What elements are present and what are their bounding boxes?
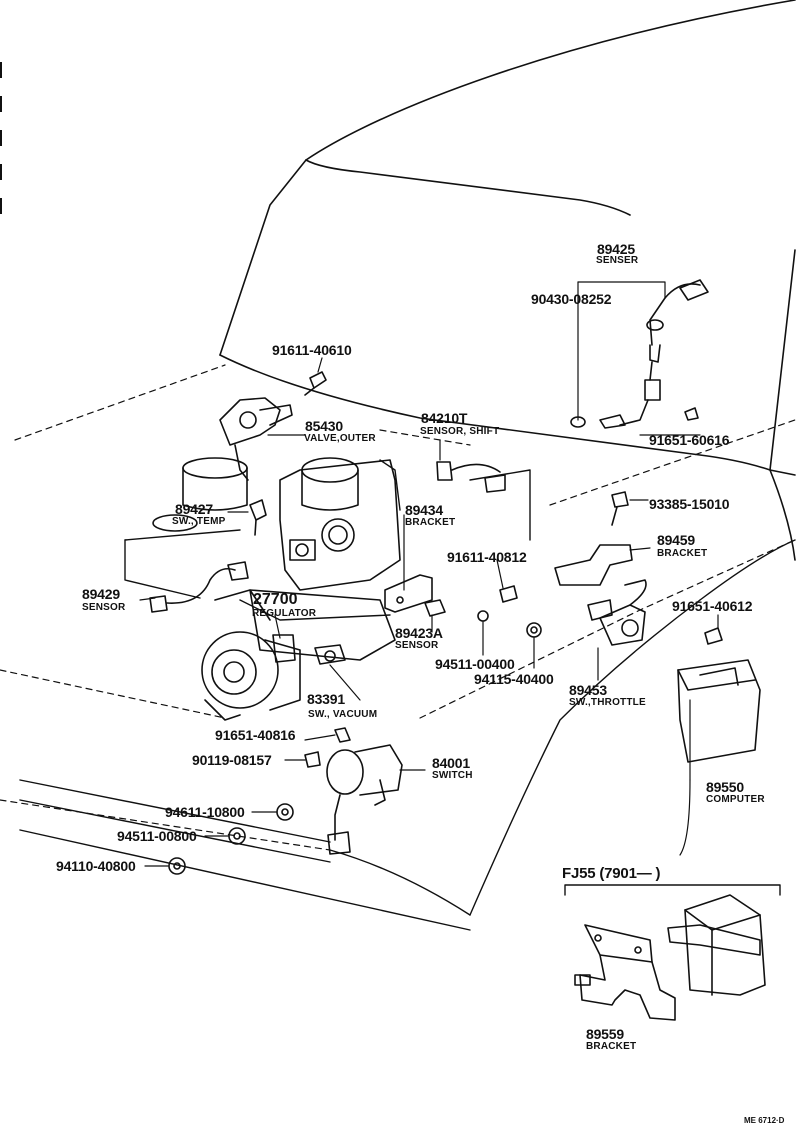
part-93385-15010-number: 93385-15010 xyxy=(649,496,730,512)
part-89453-name: SW.,THROTTLE xyxy=(569,697,646,708)
sensor-89423a xyxy=(424,599,446,617)
bolt-93385-15010 xyxy=(611,491,629,526)
part-27700-name: REGULATOR xyxy=(252,608,317,619)
part-89429-number: 89429 xyxy=(82,586,120,602)
part-85430-name: VALVE,OUTER xyxy=(304,433,376,444)
part-94611-10800-number: 94611-10800 xyxy=(165,804,245,820)
carburetor xyxy=(249,457,401,661)
part-89453-number: 89453 xyxy=(569,682,607,698)
left-edge-marks xyxy=(0,62,3,232)
part-89434-number: 89434 xyxy=(405,502,443,518)
part-89425-name: SENSER xyxy=(596,255,639,266)
part-90119-08157-number: 90119-08157 xyxy=(192,752,272,768)
temp-switch xyxy=(249,499,267,536)
part-83391-name: SW., VACUUM xyxy=(308,709,378,720)
inset-bracket xyxy=(574,924,676,1021)
part-94115-40400-number: 94115-40400 xyxy=(474,671,554,687)
computer xyxy=(677,659,761,763)
part-89423a-name: SENSOR xyxy=(395,640,439,651)
alternator xyxy=(201,589,301,721)
shift-sensor xyxy=(436,461,506,493)
part-89459-number: 89459 xyxy=(657,532,695,548)
part-89427-number: 89427 xyxy=(175,501,213,517)
part-91651-40612-number: 91651-40612 xyxy=(672,598,753,614)
bracket-89434 xyxy=(384,574,433,613)
hood-outline xyxy=(219,0,796,561)
part-89429-name: SENSOR xyxy=(82,602,126,613)
inset-frame xyxy=(564,884,781,896)
part-89423a-number: 89423A xyxy=(395,625,443,641)
part-84001-number: 84001 xyxy=(432,755,470,771)
sensor-89429 xyxy=(149,561,249,613)
bolt-91651-60616 xyxy=(684,407,699,421)
bolt-91611-40610 xyxy=(304,371,327,396)
part-89427-name: SW., TEMP xyxy=(172,516,226,527)
inset-computer xyxy=(667,894,766,996)
leader-lines xyxy=(139,281,719,867)
part-94110-40800-number: 94110-40800 xyxy=(56,858,136,874)
part-84001-name: SWITCH xyxy=(432,770,473,781)
part-89459-name: BRACKET xyxy=(657,548,708,559)
part-91651-40816-number: 91651-40816 xyxy=(215,727,296,743)
switch-84001 xyxy=(326,744,403,855)
part-90430-08252-number: 90430-08252 xyxy=(531,291,612,307)
part-83391-number: 83391 xyxy=(307,691,345,707)
inset-title: FJ55 (7901— ) xyxy=(562,865,661,882)
body-lines xyxy=(19,539,796,931)
part-91651-60616-number: 91651-60616 xyxy=(649,432,730,448)
part-84210t-name: SENSOR, SHIFT xyxy=(420,426,500,437)
part-91611-40812-number: 91611-40812 xyxy=(447,549,527,565)
bolts-91651-40816 xyxy=(304,727,351,768)
inset-part-89559-name: BRACKET xyxy=(586,1041,637,1052)
part-27700-number: 27700 xyxy=(253,591,298,608)
valve-outer xyxy=(219,397,293,481)
part-84210t-number: 84210T xyxy=(421,410,468,426)
footer-code: ME 6712·D xyxy=(744,1116,785,1125)
inset-part-89559-number: 89559 xyxy=(586,1026,624,1042)
reservoir-tank xyxy=(152,457,248,532)
part-94511-00800-number: 94511-00800 xyxy=(117,828,197,844)
part-85430-number: 85430 xyxy=(305,418,343,434)
bolt-91611-40812 xyxy=(499,585,518,603)
part-89550-number: 89550 xyxy=(706,779,744,795)
regulator-plug xyxy=(272,634,296,663)
part-94511-00400-number: 94511-00400 xyxy=(435,656,515,672)
bolt-91651-40612 xyxy=(704,627,723,645)
throttle-switch xyxy=(587,579,647,646)
part-89550-name: COMPUTER xyxy=(706,794,765,805)
bracket-89459 xyxy=(554,544,633,586)
part-91611-40610-number: 91611-40610 xyxy=(272,342,352,358)
vacuum-switch xyxy=(314,644,346,665)
part-89434-name: BRACKET xyxy=(405,517,456,528)
part-89425-number: 89425 xyxy=(597,241,635,257)
